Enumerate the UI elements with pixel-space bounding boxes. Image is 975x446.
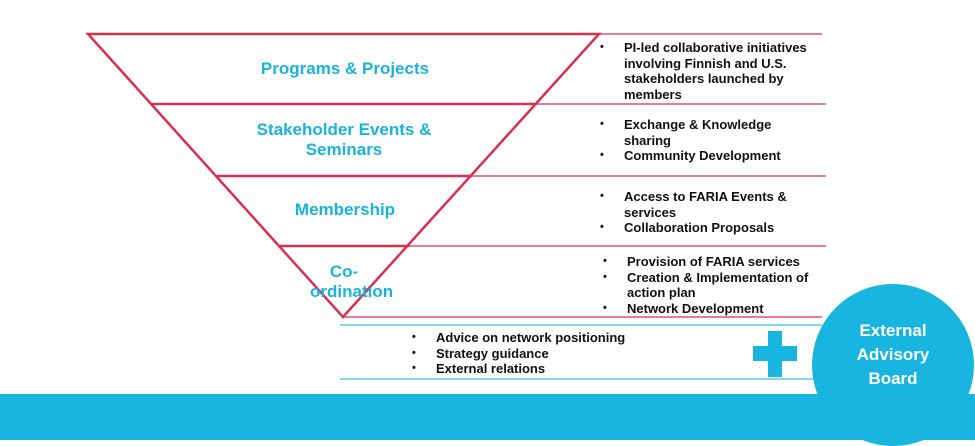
bullet-item: Network Development — [599, 301, 839, 317]
bullet-item: External relations — [408, 361, 708, 377]
plus-icon-bar — [753, 346, 797, 361]
external-advisory-board-circle: External Advisory Board — [812, 284, 974, 446]
advisory-bullets: Advice on network positioning Strategy g… — [408, 330, 708, 377]
tier-label-events: Stakeholder Events & Seminars — [256, 120, 432, 159]
tier-bullets-coordination: Provision of FARIA services Creation & I… — [599, 254, 839, 316]
bullet-item: Access to FARIA Events & services — [596, 189, 829, 220]
bullet-item: Creation & Implementation of action plan — [599, 270, 847, 301]
tier-label-programs: Programs & Projects — [260, 59, 430, 78]
bullet-item: Community Development — [596, 148, 826, 164]
tier-label-coordination: Co-ordination — [310, 262, 394, 301]
bullet-item: Exchange & Knowledge sharing — [596, 117, 794, 148]
tier-bullets-programs: PI-led collaborative initiatives involvi… — [596, 40, 836, 102]
tier-bullets-membership: Access to FARIA Events & services Collab… — [596, 189, 826, 236]
bullet-item: Provision of FARIA services — [599, 254, 839, 270]
bullet-item: PI-led collaborative initiatives involvi… — [596, 40, 836, 102]
bullet-item: Collaboration Proposals — [596, 220, 826, 236]
tier-bullets-events: Exchange & Knowledge sharing Community D… — [596, 117, 826, 164]
bottom-bar — [0, 394, 975, 440]
tier-label-membership: Membership — [294, 200, 396, 219]
circle-label: External Advisory Board — [856, 321, 930, 388]
bullet-item: Advice on network positioning — [408, 330, 708, 346]
bullet-item: Strategy guidance — [408, 346, 708, 362]
